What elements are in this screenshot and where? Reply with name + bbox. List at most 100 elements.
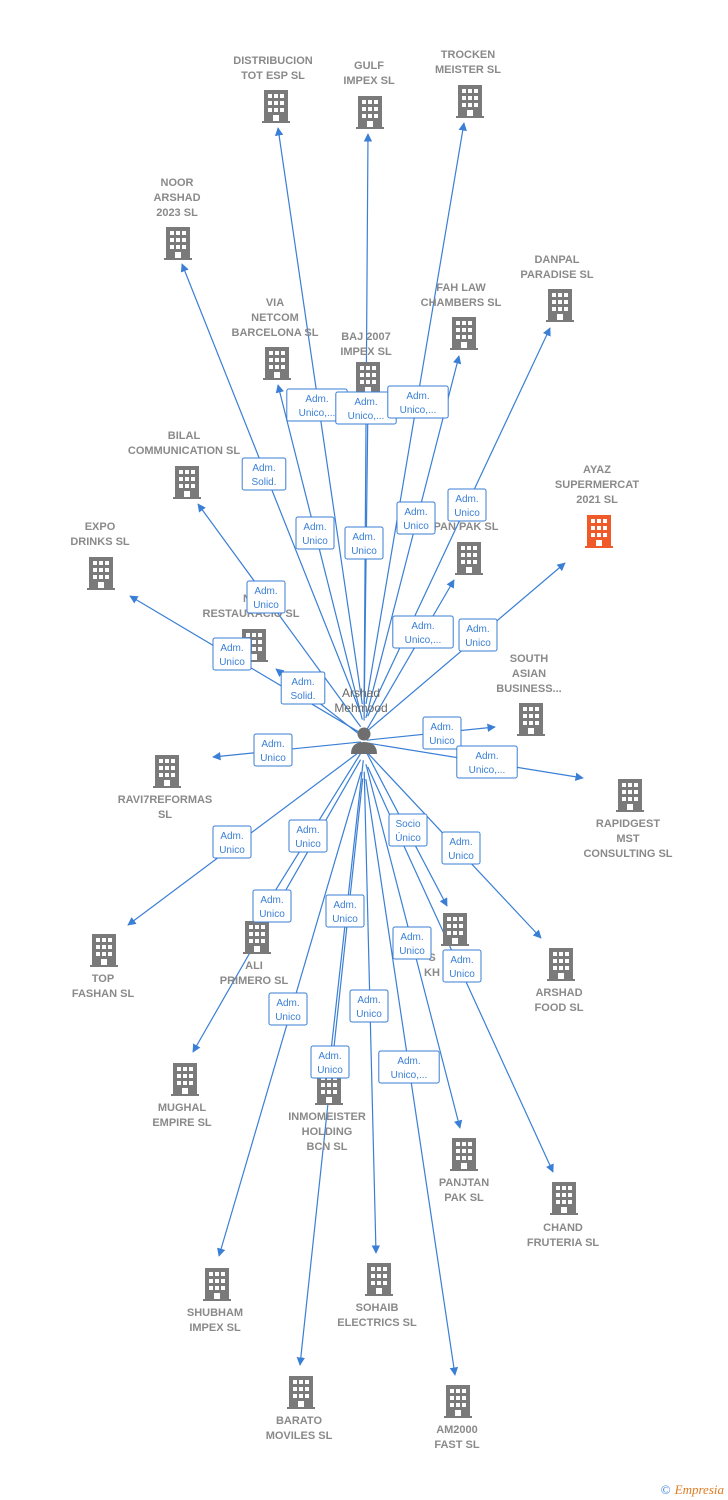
role-text: Adm.	[406, 391, 429, 402]
company-name[interactable]: PAN PAK SL	[434, 521, 499, 533]
role-box	[280, 671, 326, 705]
company-name-line: 2023 SL	[156, 207, 198, 219]
building-icon	[90, 934, 118, 967]
company-name-line: DISTRIBUCION	[233, 55, 313, 67]
role-label-bilal: Adm.Unico	[246, 580, 286, 614]
role-text: Adm.	[475, 751, 498, 762]
role-box	[325, 894, 365, 928]
role-label-fahlaw: Adm.Unico	[396, 501, 436, 535]
role-box	[458, 618, 498, 652]
company-name-line: KH	[424, 967, 440, 979]
role-text: Unico	[302, 536, 328, 547]
role-label-noor: Adm.Solid.	[241, 457, 287, 491]
company-name-line: BAJ 2007	[341, 331, 391, 343]
copyright-icon: ©	[660, 1482, 671, 1497]
company-name-line: TOP	[92, 973, 114, 985]
role-text: Adm.	[404, 507, 427, 518]
company-name-line: BARCELONA SL	[232, 327, 319, 339]
building-icon	[585, 515, 613, 548]
company-name-line: NOOR	[161, 177, 194, 189]
company-name-line: DRINKS SL	[70, 536, 130, 548]
company-name-line: MST	[616, 833, 640, 845]
company-name-line: PANJTAN	[439, 1177, 489, 1189]
role-label-ayaz: Adm.Unico	[458, 618, 498, 652]
role-text: Unico	[295, 839, 321, 850]
role-text: Unico	[429, 736, 455, 747]
role-text: Unico	[332, 914, 358, 925]
building-icon	[87, 557, 115, 590]
edge-bilal	[197, 503, 362, 728]
company-node-panpak[interactable]: PAN PAK SL	[434, 521, 499, 575]
building-icon	[262, 90, 290, 123]
building-icon	[263, 347, 291, 380]
company-name-line: AYAZ	[583, 464, 611, 476]
person-name[interactable]: Arshad	[342, 686, 380, 700]
role-box	[447, 488, 487, 522]
role-text: Adm.	[450, 955, 473, 966]
role-text: Adm.	[252, 463, 275, 474]
role-label-baj: Adm.Unico	[344, 526, 384, 560]
building-icon	[356, 96, 384, 129]
role-label-ravi: Adm.Unico	[253, 733, 293, 767]
building-icon	[517, 703, 545, 736]
empresia-logo[interactable]: Empresia	[674, 1482, 724, 1497]
company-name-line: FOOD SL	[535, 1002, 584, 1014]
person-name[interactable]: Mehmood	[334, 701, 387, 715]
company-name-line: BARATO	[276, 1415, 322, 1427]
